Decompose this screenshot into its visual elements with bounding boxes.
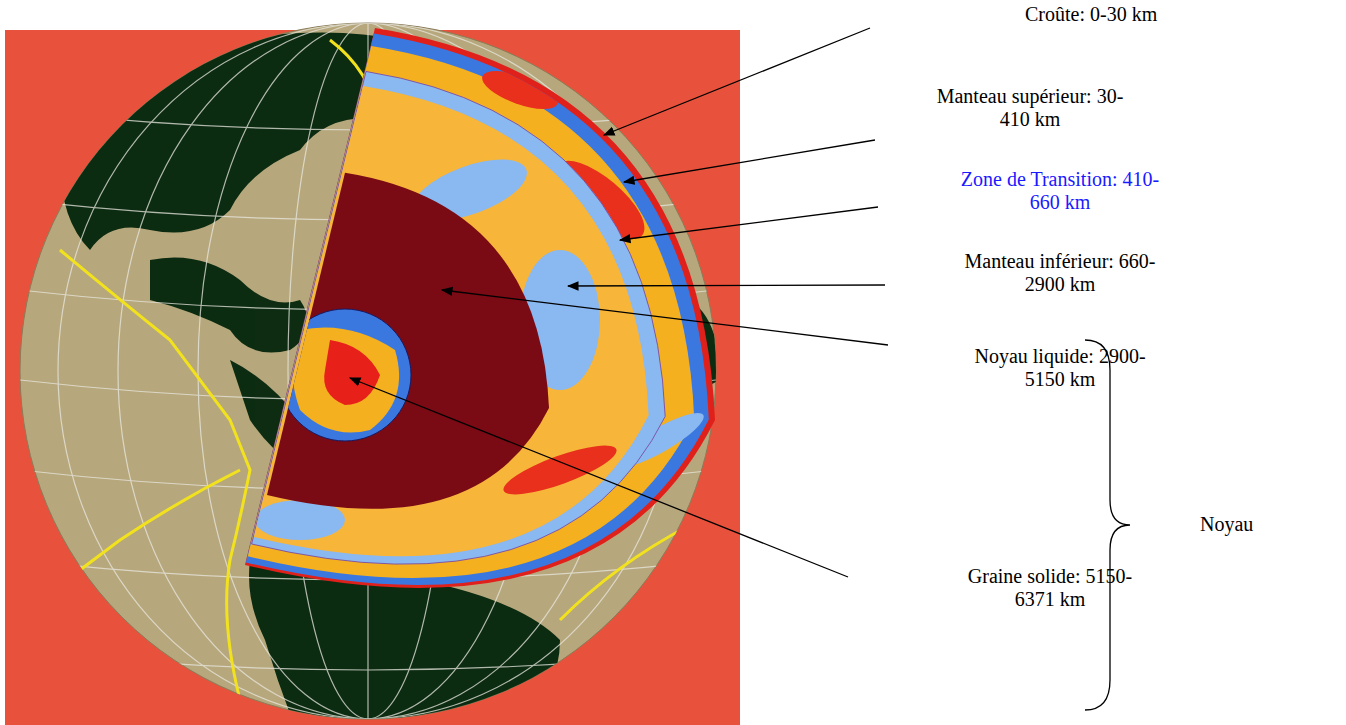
cutaway-layers (245, 28, 715, 588)
layer-label: Manteau supérieur: 30-410 km (930, 85, 1130, 131)
layer-label: Croûte: 0-30 km (1025, 3, 1157, 26)
leader-line (604, 28, 870, 135)
layer-label: Manteau inférieur: 660-2900 km (960, 250, 1160, 296)
layer-label: Noyau liquide: 2900-5150 km (960, 345, 1160, 391)
leader-lines (350, 28, 888, 577)
leader-line (568, 285, 885, 286)
core-bracket (1085, 340, 1130, 710)
globe-surface (20, 20, 720, 725)
leader-line (624, 140, 875, 182)
layer-label: Graine solide: 5150-6371 km (950, 565, 1150, 611)
leader-line (442, 290, 888, 345)
group-label: Noyau (1200, 513, 1253, 536)
leader-line (620, 207, 878, 240)
layer-label: Zone de Transition: 410-660 km (960, 168, 1160, 214)
leader-line (350, 378, 848, 577)
